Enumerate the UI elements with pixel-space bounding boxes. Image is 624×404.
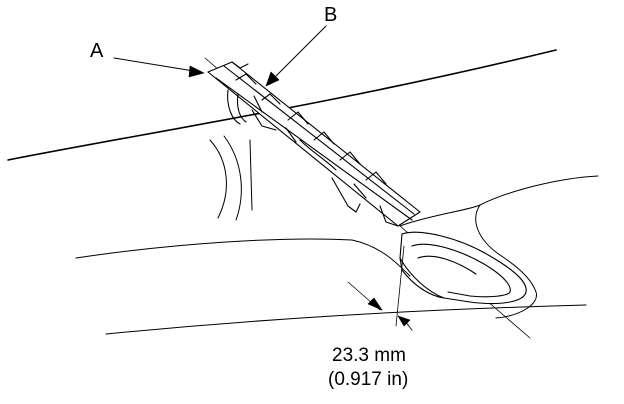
dimension-arrows	[367, 297, 413, 331]
windshield-edge-line	[7, 49, 557, 161]
mounting-bracket	[399, 231, 527, 305]
callout-label-a: A	[90, 40, 104, 62]
body-panel-upper-line	[75, 238, 353, 259]
dimension-extension-right	[395, 245, 405, 327]
body-panel-top-line	[399, 175, 599, 227]
dimension-imperial-label: (0.917 in)	[328, 369, 409, 390]
callout-leader-b	[265, 25, 327, 87]
dimension-metric-label: 23.3 mm	[332, 345, 406, 366]
body-panel-curve	[351, 239, 411, 277]
roof-opening-edge	[475, 204, 537, 319]
callout-label-b: B	[324, 4, 338, 26]
molding-clip	[207, 61, 421, 227]
pillar-outer-arc	[209, 139, 227, 219]
body-panel-lower-line	[105, 304, 587, 335]
pillar-wall-line	[249, 139, 253, 211]
callout-leader-a	[113, 57, 205, 78]
pillar-inner-arc	[223, 135, 242, 221]
